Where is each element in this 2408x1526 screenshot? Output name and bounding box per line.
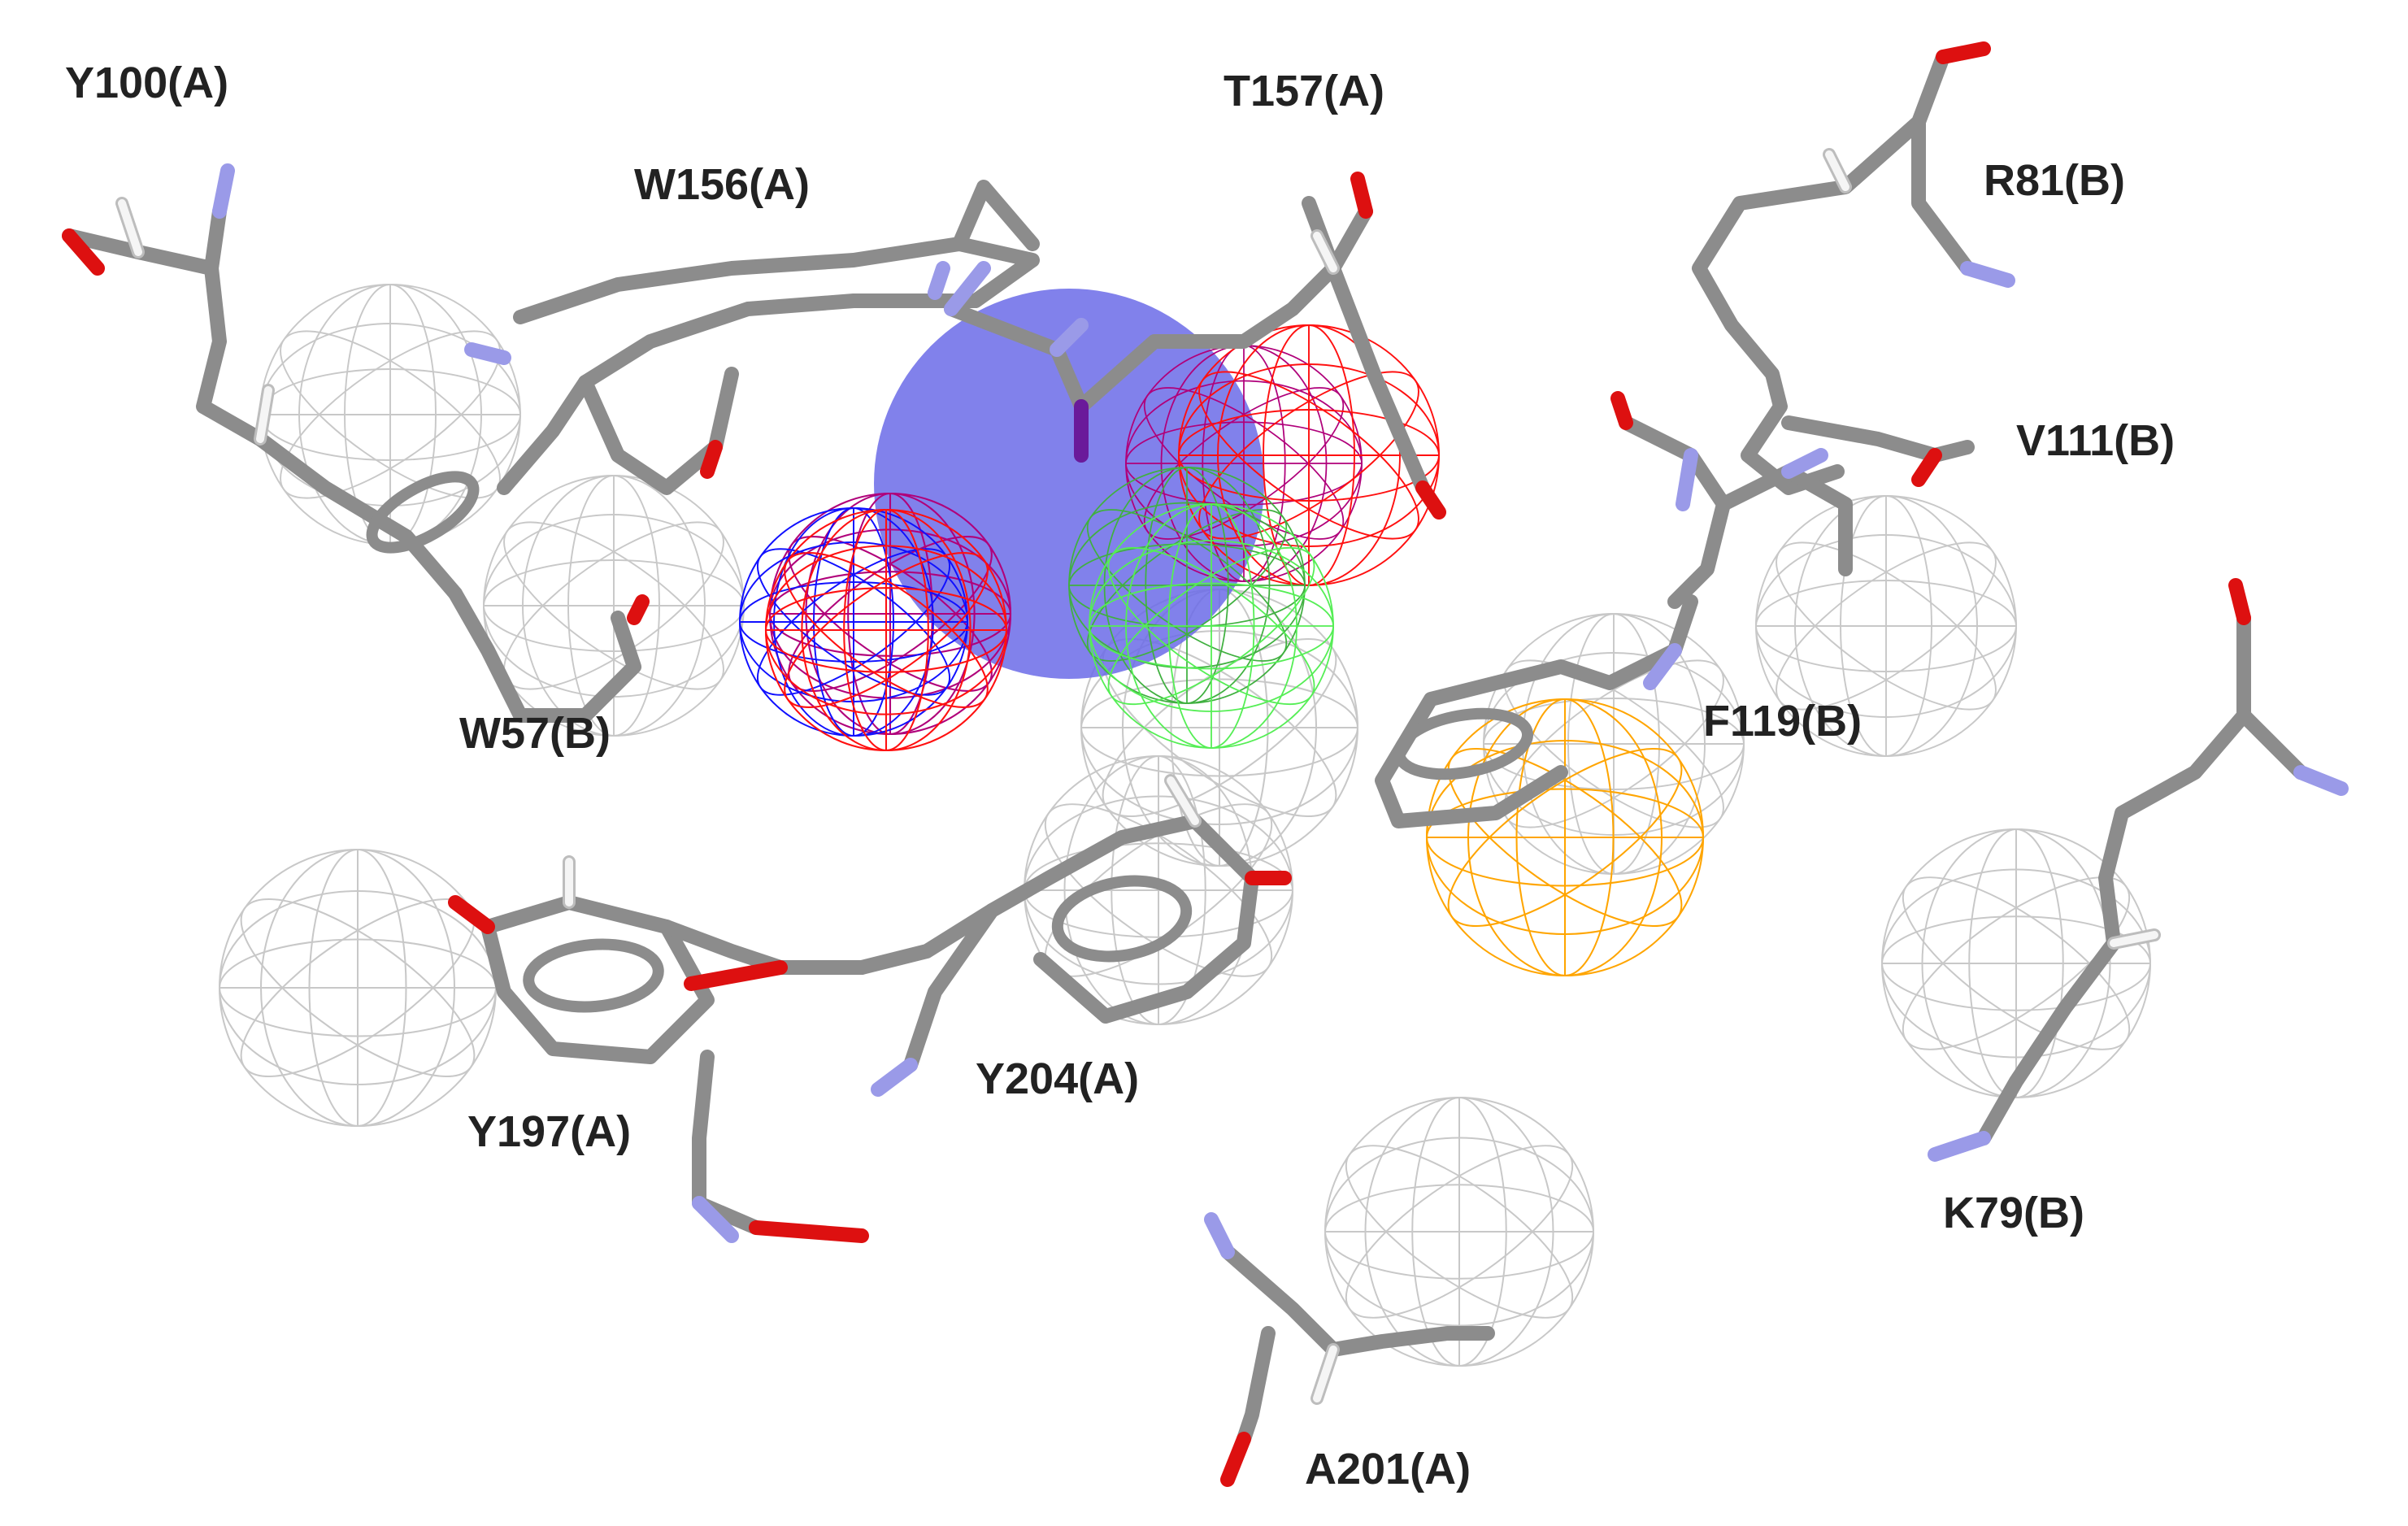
label-t157: T157(A) — [1224, 67, 1384, 115]
label-y204: Y204(A) — [976, 1054, 1139, 1103]
label-y100: Y100(A) — [65, 59, 228, 107]
label-w156: W156(A) — [634, 160, 810, 209]
residue-labels: Y100(A) W156(A) T157(A) R81(B) V111(B) W… — [65, 59, 2175, 1493]
hydrophobic-sphere — [1323, 1098, 1597, 1366]
positive-ionizable-sphere — [1424, 699, 1706, 976]
label-y197: Y197(A) — [467, 1107, 631, 1156]
label-v111: V111(B) — [2016, 416, 2175, 465]
acceptor-sphere — [763, 510, 1009, 750]
label-a201: A201(A) — [1305, 1445, 1471, 1493]
label-f119: F119(B) — [1703, 697, 1862, 746]
label-k79: K79(B) — [1943, 1189, 2084, 1237]
label-r81: R81(B) — [1984, 156, 2125, 205]
aromatic-sphere — [1087, 504, 1336, 748]
stick-models — [62, 41, 2349, 1487]
hydrophobic-sphere — [217, 850, 499, 1126]
label-w57: W57(B) — [459, 709, 611, 758]
